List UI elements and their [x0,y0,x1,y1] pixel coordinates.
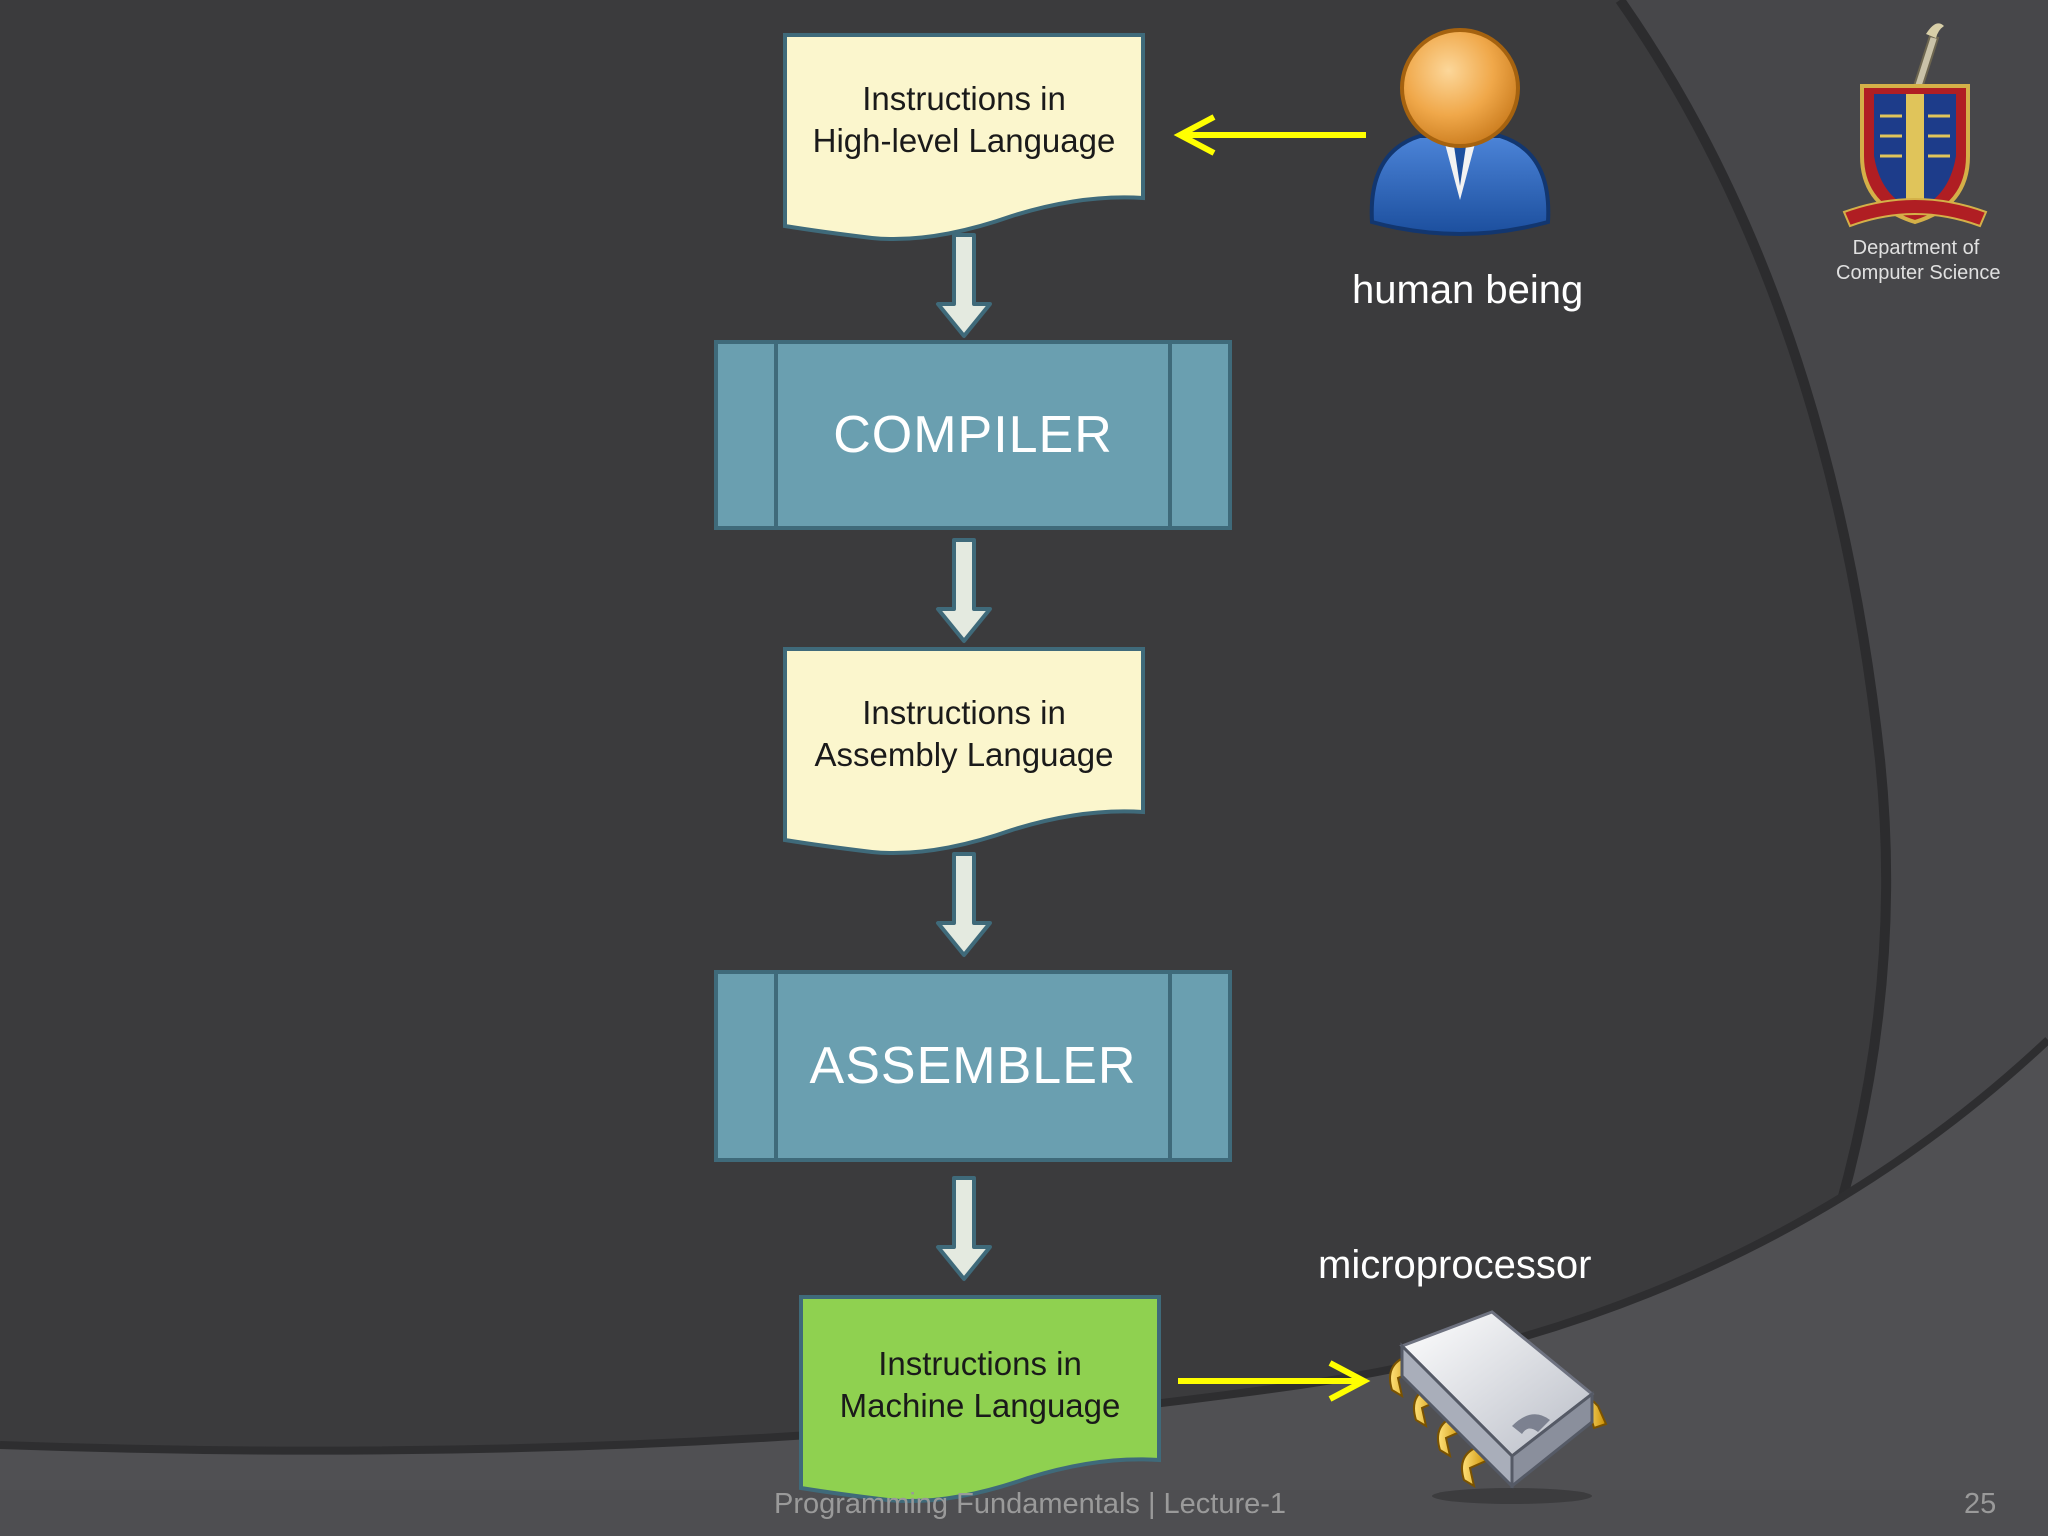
assembler-label: ASSEMBLER [809,1037,1137,1095]
high-level-language-doc-shape [783,33,1145,242]
code-to-chip-arrow [1178,1360,1371,1402]
high-level-line1: Instructions in [862,80,1066,117]
machine-line1: Instructions in [878,1345,1082,1382]
assembly-line2: Assembly Language [814,736,1114,773]
slide-page-number: 25 [1964,1488,1997,1520]
down-arrow-3 [936,852,992,957]
down-arrow-4 [936,1176,992,1281]
assembler-process-box: ASSEMBLER [714,970,1232,1162]
human-user-icon [1369,28,1551,236]
microprocessor-chip-icon [1389,1310,1608,1504]
high-level-line2: High-level Language [812,122,1116,159]
high-level-language-label: Instructions in High-level Language [782,78,1146,162]
assembly-language-label: Instructions in Assembly Language [782,692,1146,776]
department-caption: Department of Computer Science [1836,236,2001,286]
machine-language-label: Instructions in Machine Language [798,1343,1162,1427]
compiler-label: COMPILER [833,406,1113,464]
compiler-left-bar [718,344,778,526]
compiler-right-bar [1168,344,1228,526]
human-being-label: human being [1352,268,1584,312]
down-arrow-1 [936,233,992,338]
assembler-right-bar [1168,974,1228,1158]
compiler-process-box: COMPILER [714,340,1232,530]
assembly-line1: Instructions in [862,694,1066,731]
assembly-language-doc-shape [783,647,1145,856]
department-caption-line1: Department of [1852,237,1980,259]
footer-course-title: Programming Fundamentals | Lecture-1 [774,1488,1287,1520]
machine-language-doc-shape [799,1295,1161,1504]
department-caption-line2: Computer Science [1836,262,2001,284]
machine-line2: Machine Language [839,1387,1121,1424]
department-crest-logo [1842,23,1988,228]
microprocessor-label: microprocessor [1318,1243,1592,1287]
assembler-left-bar [718,974,778,1158]
human-to-code-arrow [1173,114,1366,156]
down-arrow-2 [936,538,992,643]
